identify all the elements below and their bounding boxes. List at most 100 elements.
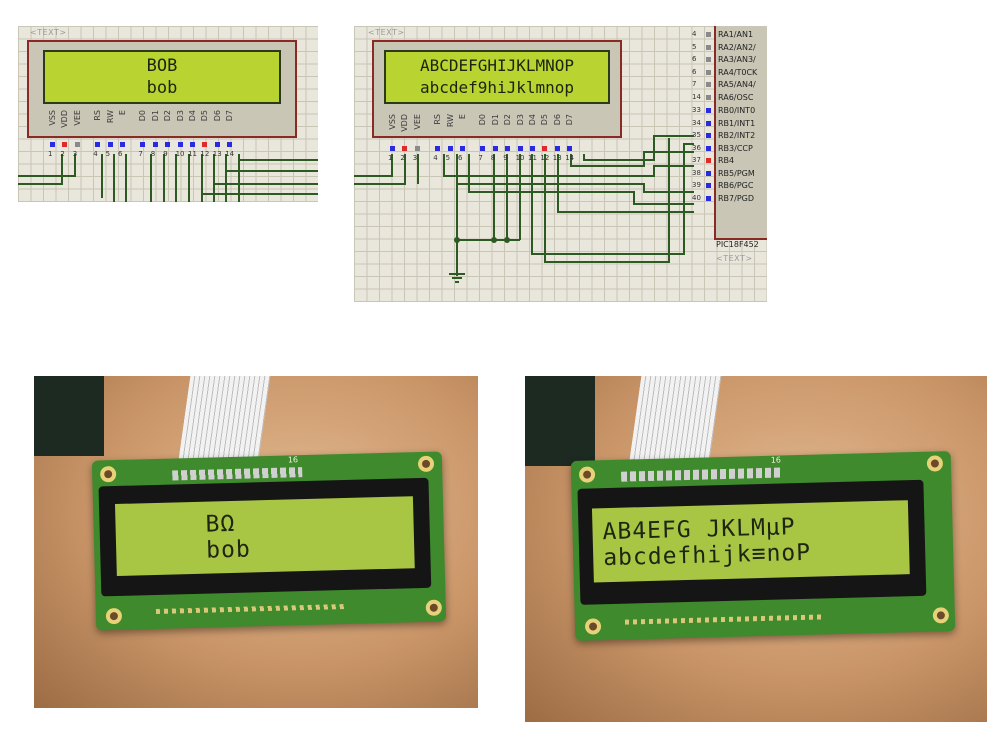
pin-terminal[interactable] <box>74 142 80 147</box>
lcd-component[interactable]: BOB bob <box>27 40 297 138</box>
lcd-component[interactable]: ABCDEFGHIJKLMNOP abcdef9hiJklmnop <box>372 40 622 138</box>
pin-terminal[interactable] <box>567 146 573 151</box>
photo-right: 16 AB4EFG JKLMμP abcdefhijk≡noP <box>525 376 987 722</box>
pin-terminal[interactable] <box>480 146 486 151</box>
pin-terminal[interactable] <box>107 142 113 147</box>
pin-terminal[interactable] <box>447 146 453 151</box>
pin-terminal[interactable] <box>202 142 208 147</box>
pin-label-d5: D5 <box>540 114 550 126</box>
pin-terminal[interactable] <box>177 142 183 147</box>
mcu-pin-terminal[interactable] <box>706 170 711 176</box>
pin-terminal[interactable] <box>190 142 195 147</box>
pin-terminal[interactable] <box>517 146 523 151</box>
pin-terminal[interactable] <box>227 142 233 147</box>
pin-terminal[interactable] <box>492 146 498 151</box>
pin-number: 7 <box>138 150 143 158</box>
mcu-pin-terminal[interactable] <box>706 108 711 113</box>
pin-label-rs: RS <box>93 110 103 121</box>
pin-number: 4 <box>433 154 438 162</box>
mcu-pin-number: 4 <box>692 30 697 38</box>
pin-number: 3 <box>72 150 78 158</box>
mcu-pin-terminal[interactable] <box>706 195 711 201</box>
pin-label-d4: D4 <box>528 114 537 126</box>
pin-terminal[interactable] <box>62 142 68 147</box>
lcd-line-2: bob <box>146 78 178 98</box>
photo-left: 16 BΩ bob <box>34 376 478 708</box>
pin-terminal[interactable] <box>402 146 408 151</box>
mcu-pin-label: RB0/INT0 <box>718 106 756 115</box>
lcd-line-2: abcdef9hiJklmnop <box>419 78 575 97</box>
mcu-pin-label: RA4/T0CK <box>718 67 758 77</box>
mcu-pin-number: 6 <box>692 55 697 63</box>
pin-label-vdd: VDD <box>400 114 410 132</box>
pin-label-d6: D6 <box>552 114 562 126</box>
pin-terminal[interactable] <box>165 142 171 147</box>
pin-label-d3: D3 <box>175 110 185 122</box>
mcu-pin-terminal[interactable] <box>706 145 711 151</box>
pin-terminal[interactable] <box>554 146 560 151</box>
pin-label-d4: D4 <box>188 110 197 122</box>
pin-number: 7 <box>478 154 483 162</box>
pin-number: 2 <box>60 150 65 158</box>
pin-label-d2: D2 <box>503 114 513 126</box>
pin-terminal[interactable] <box>95 142 101 147</box>
mcu-pin-number: 33 <box>692 106 701 114</box>
pin-number: 11 <box>528 154 537 162</box>
pin-label-vee: VEE <box>72 110 82 126</box>
pin-terminal[interactable] <box>414 146 420 151</box>
pin-label-d5: D5 <box>200 110 210 122</box>
pin-terminal[interactable] <box>460 146 465 151</box>
pin-terminal[interactable] <box>530 146 535 151</box>
wires <box>354 135 694 283</box>
mcu-pin-number: 37 <box>692 156 701 164</box>
pin-terminal[interactable] <box>152 142 158 147</box>
pin-terminal[interactable] <box>390 146 395 151</box>
lcd-glass: AB4EFG JKLMμP abcdefhijk≡noP <box>591 500 910 583</box>
mcu-pin-label: RB2/INT2 <box>718 131 756 140</box>
pin-label-d2: D2 <box>163 110 173 122</box>
mcu-pin-terminal[interactable] <box>706 32 711 37</box>
pin-terminal[interactable] <box>120 142 125 147</box>
pin-label-vee: VEE <box>412 114 422 130</box>
mcu-pin-number: 40 <box>692 193 701 202</box>
mcu-pin-terminal[interactable] <box>706 69 711 75</box>
pin-label-d6: D6 <box>212 110 222 122</box>
pin-number: 10 <box>175 150 185 158</box>
mcu-pin-terminal[interactable] <box>706 94 711 100</box>
text-tag: <TEXT> <box>30 28 67 37</box>
lcd-screen: BOB bob <box>43 50 281 104</box>
mcu-pin-number: 34 <box>692 118 701 127</box>
mcu-pin-terminal[interactable] <box>706 183 711 188</box>
lcd-bezel: BΩ bob <box>98 477 432 597</box>
pic18f452-chip[interactable] <box>714 26 767 240</box>
pin-terminal[interactable] <box>542 146 548 151</box>
mcu-pin-label: RB5/PGM <box>718 168 755 178</box>
pin-terminal[interactable] <box>140 142 146 147</box>
mcu-pin-terminal[interactable] <box>706 57 711 62</box>
pin-number: 6 <box>458 154 463 162</box>
pin-terminal[interactable] <box>505 146 511 151</box>
mcu-pin-terminal[interactable] <box>706 44 711 50</box>
pin-terminal[interactable] <box>435 146 441 151</box>
pin-label-d0: D0 <box>478 114 488 126</box>
lcd-pcb: 16 AB4EFG JKLMμP abcdefhijk≡noP <box>570 451 956 641</box>
mcu-pin-terminal[interactable] <box>706 133 711 138</box>
pin-label-vss: VSS <box>48 110 57 126</box>
mcu-pin-terminal[interactable] <box>706 82 711 87</box>
pin-label-rw: RW <box>105 110 115 124</box>
wires <box>18 154 318 202</box>
pin-number: 12 <box>200 150 210 158</box>
pin-terminal[interactable] <box>214 142 220 147</box>
mcu-pin-label: RB1/INT1 <box>718 118 756 128</box>
mcu-pin-label: RB3/CCP <box>718 143 753 153</box>
pin-label-d7: D7 <box>225 110 235 122</box>
pin-label-e: E <box>458 114 467 120</box>
mcu-pin-number: 5 <box>692 42 697 51</box>
lcd-bezel: AB4EFG JKLMμP abcdefhijk≡noP <box>577 479 927 605</box>
pin-terminal[interactable] <box>50 142 55 147</box>
pin-label-e: E <box>118 110 127 116</box>
pin-number: 5 <box>105 150 111 158</box>
mcu-pin-terminal[interactable] <box>706 158 711 163</box>
pin-number: 13 <box>552 154 562 162</box>
mcu-pin-terminal[interactable] <box>706 120 711 126</box>
